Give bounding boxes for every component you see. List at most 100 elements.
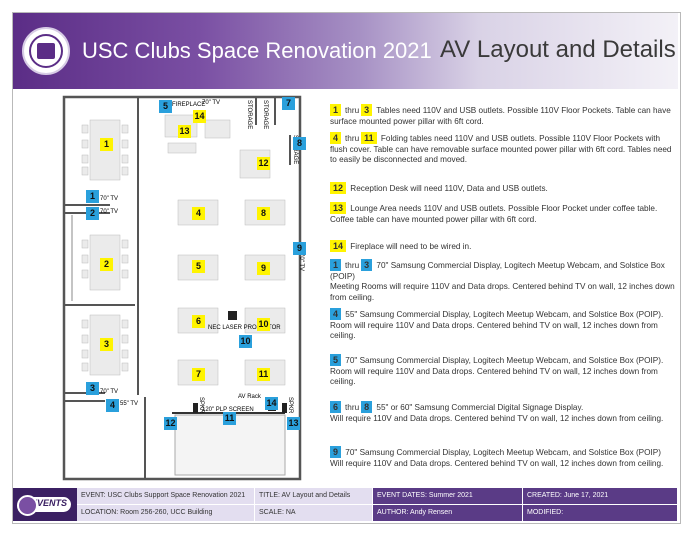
plan-blue-badge-11: 11: [223, 412, 236, 425]
note-13-lounge: 13 Lounge Area needs 110V and USB outlet…: [330, 202, 675, 225]
table-group-2: [81, 234, 129, 291]
plan-blue-badge-1: 1: [86, 190, 99, 203]
plan-blue-badge-3: 3: [86, 382, 99, 395]
note-text: Lounge Area needs 110V and USB outlets. …: [330, 204, 658, 224]
footer-event: EVENT: USC Clubs Support Space Renovatio…: [77, 488, 255, 504]
note-text-2: Room will require 110V and Data drops. C…: [330, 320, 658, 341]
label-tv3: 70" TV: [100, 389, 118, 395]
footer-title: TITLE: AV Layout and Details: [255, 488, 373, 504]
note-text: Folding tables need 110V and USB outlets…: [330, 134, 672, 165]
note-badge-a: 1: [330, 259, 342, 271]
footer-author: AUTHOR: Andy Rensen: [373, 505, 523, 521]
note-badge-b: 3: [361, 259, 373, 271]
note-badge-a: 9: [330, 446, 342, 458]
label-tv1: 70" TV: [100, 196, 118, 202]
header-banner: [13, 13, 678, 89]
plan-blue-badge-5: 5: [159, 100, 172, 113]
plan-yellow-badge-9: 9: [257, 262, 270, 275]
sheet-border: [12, 12, 681, 524]
note-text: 70" Samsung Commercial Display, Logitech…: [330, 261, 665, 281]
plan-blue-badge-14: 14: [265, 397, 278, 410]
note-badge-b: 3: [361, 104, 373, 116]
plan-yellow-badge-2: 2: [100, 258, 113, 271]
events-logo-circle: [17, 495, 38, 516]
floor-plan: FIREPLACE 70" TV STORAGE STORAGE STORAGE…: [62, 95, 304, 481]
plan-blue-badge-10: 10: [239, 335, 252, 348]
note-thru: thru: [345, 106, 360, 115]
note-badge-a: 6: [330, 401, 342, 413]
label-tv4: 55" TV: [120, 401, 138, 407]
projector-box: [228, 311, 237, 320]
footer-location: LOCATION: Room 256-260, UCC Building: [77, 505, 255, 521]
note-badge-b: 11: [361, 132, 377, 144]
label-spkr-2: SPKR: [287, 397, 293, 414]
plan-blue-badge-8: 8: [293, 137, 306, 150]
plan-blue-badge-7: 7: [282, 97, 295, 110]
title-block: EVENTS EVENT: USC Clubs Support Space Re…: [13, 488, 678, 521]
note-text: Fireplace will need to be wired in.: [350, 242, 472, 251]
footer-created: CREATED: June 17, 2021: [523, 488, 678, 504]
plan-blue-badge-12: 12: [164, 417, 177, 430]
label-nec: NEC LASER PROJECTOR: [208, 325, 281, 331]
plan-yellow-badge-3: 3: [100, 338, 113, 351]
label-tv70-top: 70" TV: [202, 100, 220, 106]
plan-yellow-badge-1: 1: [100, 138, 113, 151]
events-logo: EVENTS: [13, 488, 77, 521]
plan-yellow-badge-10: 10: [257, 318, 270, 331]
footer-modified: MODIFIED:: [523, 505, 678, 521]
note-text: 70" Samsung Commercial Display, Logitech…: [330, 448, 664, 468]
plan-yellow-badge-8: 8: [257, 207, 270, 220]
note-thru: thru: [345, 261, 360, 270]
label-tv9: 70" TV: [298, 253, 304, 271]
note-badge-a: 13: [330, 202, 347, 214]
folding-tables: [177, 199, 286, 386]
note-tv-5: 5 70" Samsung Commercial Display, Logite…: [330, 354, 675, 388]
plan-blue-badge-4: 4: [106, 399, 119, 412]
note-badge-a: 12: [330, 182, 347, 194]
plan-yellow-badge-6: 6: [192, 315, 205, 328]
label-av-rack: AV Rack: [238, 394, 262, 400]
note-text: 55" or 60" Samsung Commercial Digital Si…: [376, 403, 584, 412]
plan-blue-badge-13: 13: [287, 417, 300, 430]
seal-ring: [29, 34, 63, 68]
note-text: Reception Desk will need 110V, Data and …: [350, 184, 548, 193]
footer-scale: SCALE: NA: [255, 505, 373, 521]
seal-center: [37, 43, 55, 59]
note-text: Tables need 110V and USB outlets. Possib…: [330, 106, 671, 126]
note-badge-b: 8: [361, 401, 373, 413]
note-badge-a: 1: [330, 104, 342, 116]
note-12-reception: 12 Reception Desk will need 110V, Data a…: [330, 182, 675, 195]
note-thru: thru: [345, 403, 360, 412]
note-tv-9: 9 70" Samsung Commercial Display, Logite…: [330, 446, 675, 469]
plan-blue-badge-2: 2: [86, 207, 99, 220]
page-title: USC Clubs Space Renovation 2021: [82, 38, 432, 63]
spkr-box-2: [282, 403, 287, 413]
note-badge-a: 4: [330, 132, 342, 144]
label-screen: 120" PLP SCREEN: [202, 407, 254, 413]
plan-yellow-badge-12: 12: [257, 157, 270, 170]
label-storage-2: STORAGE: [262, 100, 268, 129]
note-badge-a: 4: [330, 308, 342, 320]
plan-yellow-badge-7: 7: [192, 368, 205, 381]
label-spkr-1: SPKR: [198, 397, 204, 414]
plan-yellow-badge-4: 4: [192, 207, 205, 220]
plan-blue-badge-9: 9: [293, 242, 306, 255]
spkr-box-1: [193, 403, 198, 413]
plan-yellow-badge-13: 13: [178, 125, 191, 138]
note-text-2: Will require 110V and Data drops. Center…: [330, 413, 664, 423]
note-14-fireplace: 14 Fireplace will need to be wired in.: [330, 240, 675, 253]
plan-yellow-badge-14: 14: [193, 110, 206, 123]
label-tv2: 70" TV: [100, 209, 118, 215]
label-fireplace: FIREPLACE: [172, 102, 205, 108]
note-tv-4: 4 55" Samsung Commercial Display, Logite…: [330, 308, 675, 342]
note-text-2: Meeting Rooms will require 110V and Data…: [330, 282, 675, 302]
page-subtitle: AV Layout and Details: [440, 36, 676, 63]
footer-dates: EVENT DATES: Summer 2021: [373, 488, 523, 504]
note-thru: thru: [345, 134, 360, 143]
note-text: 70" Samsung Commercial Display, Logitech…: [345, 356, 664, 365]
